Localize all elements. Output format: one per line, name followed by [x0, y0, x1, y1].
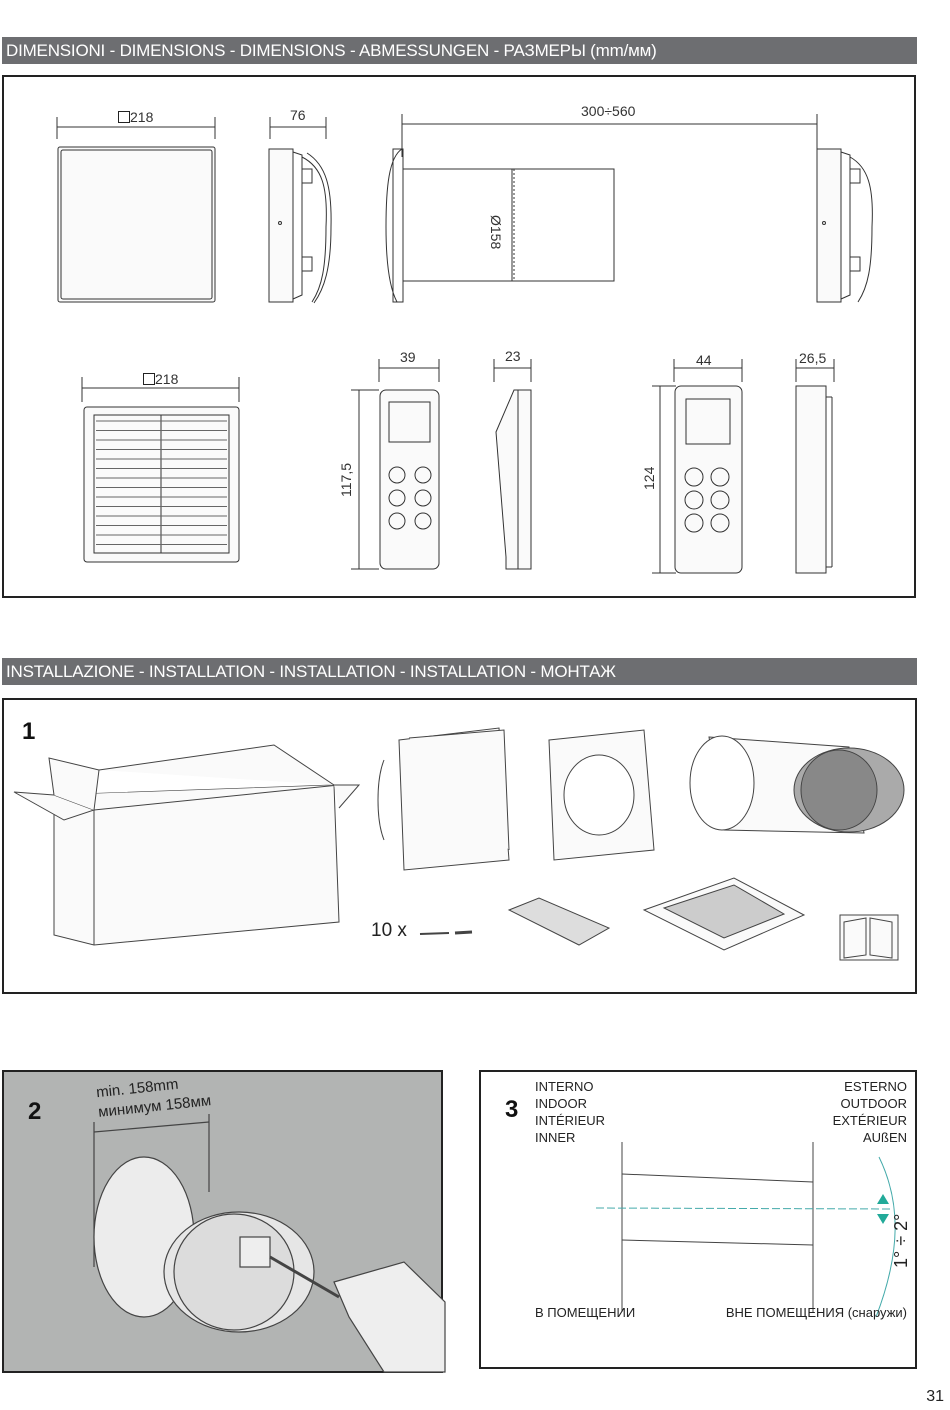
- tube-diameter-label: Ø158: [488, 215, 504, 250]
- grille-width-value: 218: [155, 371, 179, 387]
- dimensions-panel: 218 76 300÷560 Ø158 218 39 23 117,5 44 2…: [2, 75, 916, 598]
- indoor-label-it: INTERNO: [535, 1079, 594, 1094]
- box-drawing: [13, 744, 361, 946]
- screws-quantity-label: 10 x: [371, 920, 407, 941]
- grille-width-label: 218: [143, 371, 178, 387]
- outdoor-label-fr: EXTÉRIEUR: [832, 1113, 907, 1128]
- front-panel-drawing: [377, 727, 510, 871]
- step3-panel: 3 INTERNO INDOOR INTÉRIEUR INNER ESTERNO…: [479, 1070, 917, 1369]
- side-depth-label: 76: [290, 107, 306, 123]
- indoor-label-en: INDOOR: [535, 1096, 587, 1111]
- remote1-height-label: 117,5: [338, 463, 354, 497]
- outdoor-grille-drawing: [642, 877, 806, 951]
- step2-number: 2: [28, 1098, 42, 1125]
- mounting-plate-drawing: [548, 729, 655, 861]
- tube-with-filter-drawing: [689, 735, 905, 834]
- remote-control-drawing: [507, 897, 611, 946]
- grille-view-drawing: [81, 377, 240, 563]
- remote2-width-label: 44: [696, 352, 712, 368]
- front-view-drawing: [56, 117, 216, 303]
- installation-section-title: INSTALLAZIONE - INSTALLATION - INSTALLAT…: [2, 658, 917, 685]
- drilling-drawing: [93, 1114, 446, 1373]
- remote2-depth-label: 26,5: [799, 350, 827, 366]
- remote1-width-label: 39: [400, 349, 416, 365]
- grille-slats: [96, 420, 227, 545]
- dimensions-drawings: [56, 114, 873, 574]
- outdoor-label-en: OUTDOOR: [840, 1096, 907, 1111]
- remote2-front-drawing: [652, 359, 743, 574]
- screws-drawing: [419, 930, 473, 935]
- indoor-label-ru: В ПОМЕЩЕНИИ: [535, 1305, 636, 1320]
- indoor-label-fr: INTÉRIEUR: [535, 1113, 606, 1128]
- remote1-side-drawing: [493, 359, 532, 570]
- remote2-height-label: 124: [641, 466, 657, 490]
- square-symbol-icon: [143, 373, 155, 385]
- outdoor-label-it: ESTERNO: [844, 1079, 907, 1094]
- remote1-depth-label: 23: [505, 348, 521, 364]
- tube-view-drawing: [385, 114, 873, 303]
- remote2-side-drawing: [795, 359, 835, 574]
- side-view-drawing: [268, 117, 332, 304]
- outdoor-label-ru: ВНЕ ПОМЕЩЕНИЯ (снаружи): [725, 1305, 907, 1320]
- step2-panel: 2 min. 158mm минимум 158мм: [2, 1070, 446, 1373]
- step1-number: 1: [22, 718, 36, 745]
- remote1-front-drawing: [351, 359, 440, 570]
- page-number: 31: [926, 1388, 944, 1405]
- front-width-label: 218: [118, 109, 153, 125]
- outdoor-label-de: AUßEN: [862, 1130, 907, 1145]
- square-symbol-icon: [118, 111, 130, 123]
- front-width-value: 218: [130, 109, 154, 125]
- step3-number: 3: [505, 1096, 519, 1123]
- manual-book-icon: [839, 914, 899, 961]
- slope-angle-label: 1° ÷ 2°: [891, 1213, 911, 1268]
- dimensions-section-title: DIMENSIONI - DIMENSIONS - DIMENSIONS - A…: [2, 37, 917, 64]
- slope-diagram: [595, 1142, 896, 1318]
- step1-panel: 1: [2, 698, 917, 994]
- tube-length-label: 300÷560: [581, 103, 636, 119]
- package-contents-drawings: [13, 727, 905, 961]
- indoor-label-de: INNER: [535, 1130, 576, 1145]
